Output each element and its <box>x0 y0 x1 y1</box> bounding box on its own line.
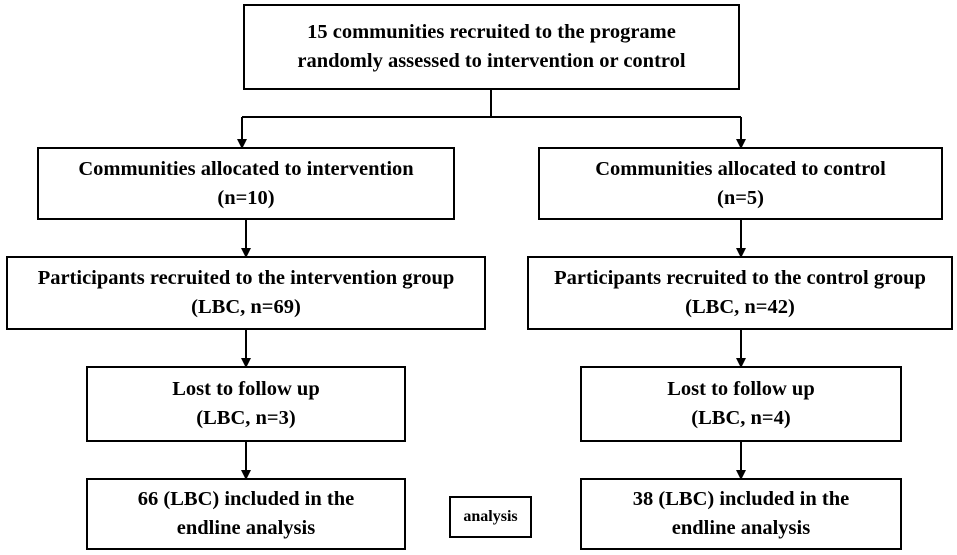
box-recruitment: 15 communities recruited to the programe… <box>243 4 740 90</box>
box-intervention-participants: Participants recruited to the interventi… <box>6 256 486 330</box>
box-control-lost-line1: Lost to follow up <box>667 378 815 400</box>
box-analysis-label: analysis <box>449 496 532 538</box>
box-control-analysis-line1: 38 (LBC) included in the <box>632 488 850 510</box>
box-intervention-lost: Lost to follow up (LBC, n=3) <box>86 366 406 442</box>
box-recruitment-line1: 15 communities recruited to the programe <box>307 21 676 43</box>
box-control-participants-line2: (LBC, n=42) <box>685 296 795 318</box>
box-intervention-allocation: Communities allocated to intervention (n… <box>37 147 455 220</box>
box-intervention-analysis-line1: 66 (LBC) included in the <box>137 488 355 510</box>
box-control-lost: Lost to follow up (LBC, n=4) <box>580 366 902 442</box>
box-control-allocation: Communities allocated to control (n=5) <box>538 147 943 220</box>
box-control-analysis: 38 (LBC) included in the endline analysi… <box>580 478 902 550</box>
box-intervention-lost-line2: (LBC, n=3) <box>196 407 296 429</box>
box-control-analysis-line2: endline analysis <box>671 517 811 539</box>
box-intervention-participants-line2: (LBC, n=69) <box>191 296 301 318</box>
box-recruitment-line2: randomly assessed to intervention or con… <box>297 50 686 72</box>
box-analysis-label-text: analysis <box>463 508 518 525</box>
box-control-allocation-line1: Communities allocated to control <box>595 157 886 180</box>
box-intervention-analysis: 66 (LBC) included in the endline analysi… <box>86 478 406 550</box>
box-control-lost-line2: (LBC, n=4) <box>691 407 791 429</box>
box-intervention-lost-line1: Lost to follow up <box>172 378 320 400</box>
box-control-participants: Participants recruited to the control gr… <box>527 256 953 330</box>
box-intervention-analysis-line2: endline analysis <box>176 517 316 539</box>
box-intervention-participants-line1: Participants recruited to the interventi… <box>37 267 455 289</box>
box-intervention-allocation-line2: (n=10) <box>217 186 275 209</box>
box-control-allocation-line2: (n=5) <box>717 186 764 209</box>
box-control-participants-line1: Participants recruited to the control gr… <box>554 267 926 289</box>
box-intervention-allocation-line1: Communities allocated to intervention <box>78 157 414 180</box>
